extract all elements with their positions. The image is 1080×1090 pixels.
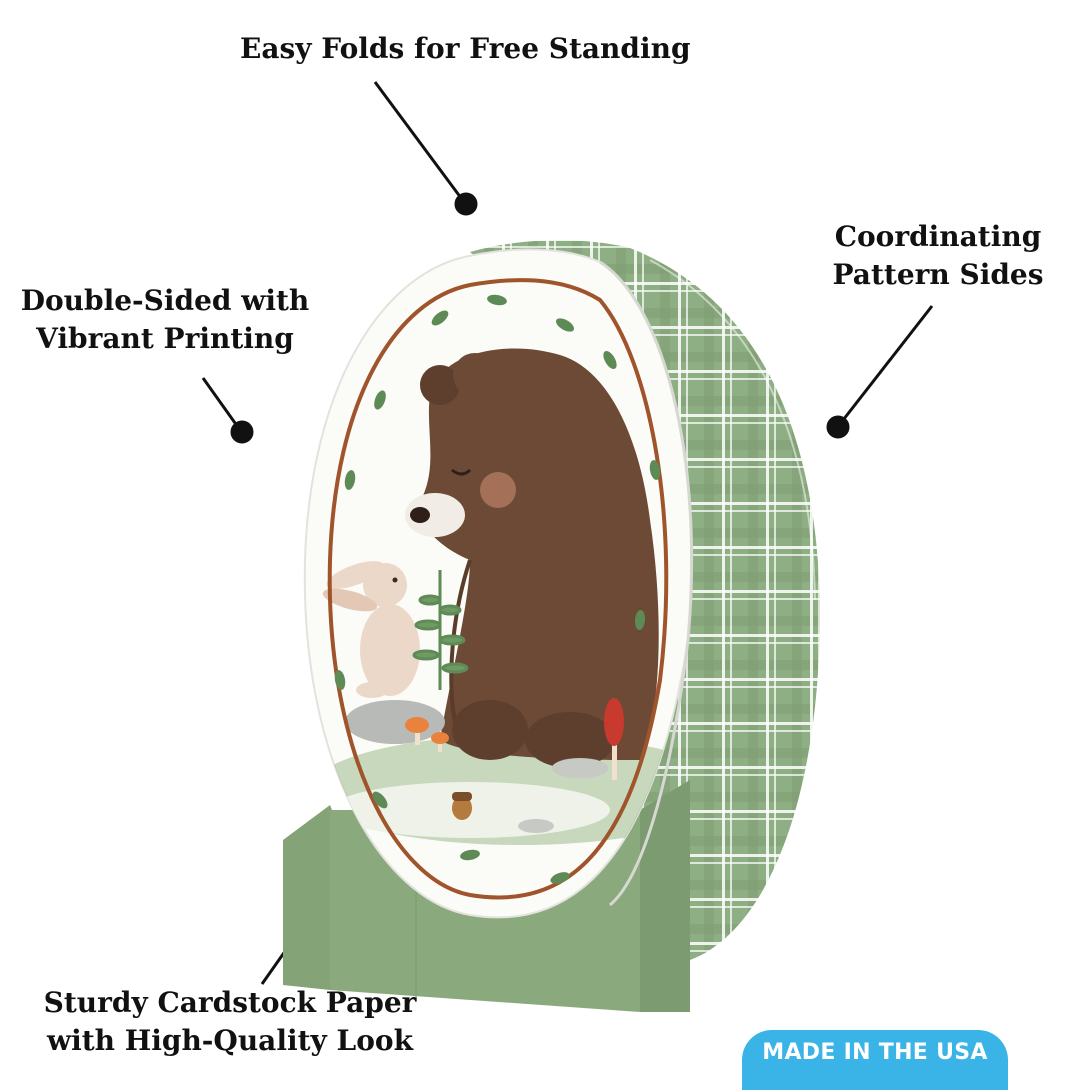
leader-dot-top bbox=[454, 192, 478, 216]
callout-cardstock-line2: with High-Quality Look bbox=[47, 1023, 413, 1057]
made-in-usa-badge: MADE IN THE USA bbox=[742, 1030, 1008, 1090]
callout-easy-folds-line1: Easy Folds for Free Standing bbox=[240, 32, 691, 65]
leader-lines bbox=[201, 81, 934, 985]
wreath-leaves bbox=[334, 294, 661, 884]
leader-line-top bbox=[373, 81, 466, 203]
callout-easy-folds: Easy Folds for Free Standing bbox=[240, 30, 691, 68]
acorn-illustration bbox=[452, 796, 472, 820]
callout-pattern-sides-line1: Coordinating bbox=[834, 220, 1042, 253]
callout-double-sided-line1: Double-Sided with bbox=[20, 284, 310, 317]
leader-dot-right bbox=[826, 415, 850, 439]
made-in-usa-label: MADE IN THE USA bbox=[762, 1040, 988, 1065]
fern-illustration bbox=[412, 570, 469, 690]
base-stand-left bbox=[283, 805, 340, 990]
callout-pattern-sides-line2: Pattern Sides bbox=[832, 257, 1044, 291]
callout-double-sided-line2: Vibrant Printing bbox=[36, 321, 294, 355]
leader-line-right bbox=[838, 305, 934, 425]
leader-dot-left bbox=[230, 420, 254, 444]
callout-pattern-sides: Coordinating Pattern Sides bbox=[818, 218, 1058, 294]
base-stand-right bbox=[640, 780, 690, 1012]
mushrooms-illustration bbox=[405, 698, 624, 780]
wreath-frame bbox=[327, 278, 669, 900]
callout-double-sided: Double-Sided with Vibrant Printing bbox=[15, 282, 315, 358]
leader-line-left bbox=[201, 377, 242, 431]
bunny-illustration bbox=[322, 561, 420, 698]
bear-illustration bbox=[405, 348, 659, 768]
callout-cardstock: Sturdy Cardstock Paper with High-Quality… bbox=[30, 984, 430, 1060]
